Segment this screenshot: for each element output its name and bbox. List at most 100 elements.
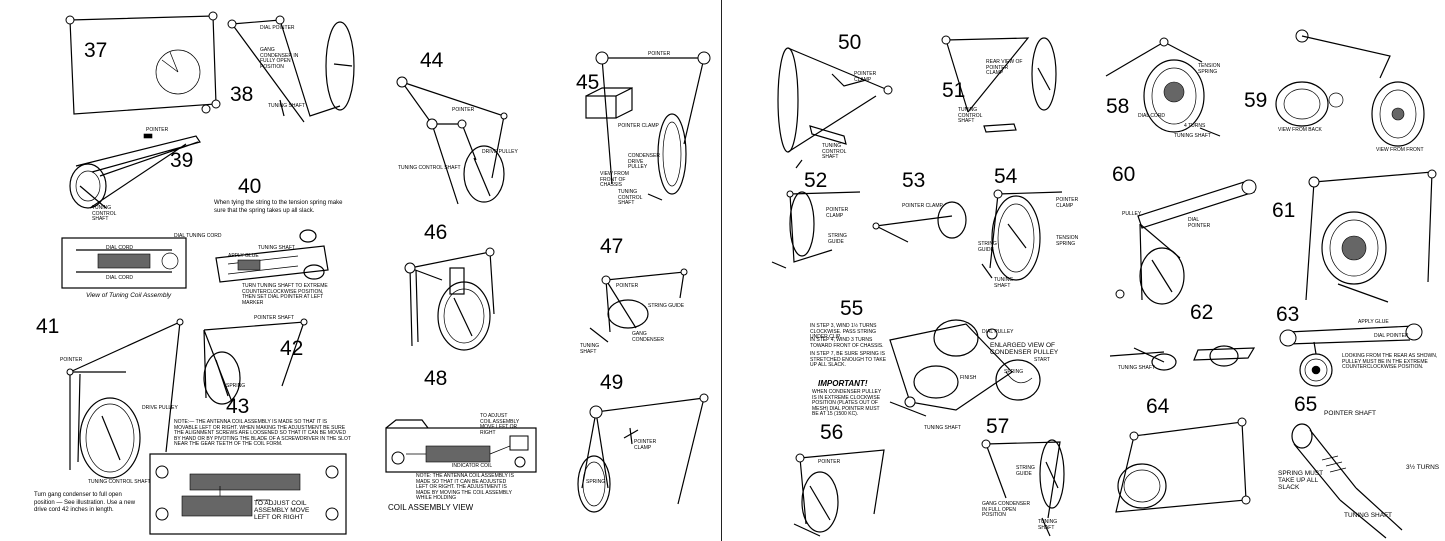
figure-50: 50 POINTER CLAMP TUNING CONTROL SHAFT	[766, 28, 916, 178]
figure-58-tension-spring-label: TENSION SPRING	[1198, 63, 1221, 75]
figure-49: 49 POINTER CLAMP SPRING	[574, 368, 712, 528]
figure-50-tuning-shaft-label: TUNING CONTROL SHAFT	[822, 143, 847, 160]
figure-47-drawing	[589, 268, 688, 343]
figure-58-drawing	[1105, 37, 1221, 137]
figure-42-drawing	[203, 318, 308, 405]
figure-37-number: 37	[84, 39, 108, 62]
figure-59-number: 59	[1244, 89, 1268, 112]
figure-55-important-title: IMPORTANT!	[818, 379, 868, 388]
figure-44-tuning-shaft-label: TUNING CONTROL SHAFT	[398, 165, 461, 171]
figure-48-caption: COIL ASSEMBLY VIEW	[388, 503, 474, 512]
figure-57-drawing	[981, 439, 1065, 537]
figure-44-number: 44	[420, 49, 444, 72]
figure-40-dial-cord-label-2: DIAL CORD	[106, 275, 134, 281]
figure-54-number: 54	[994, 165, 1018, 188]
figure-51-rear-view-label: REAR VIEW OF POINTER CLAMP	[986, 59, 1023, 76]
figure-59-view-from-front-label: VIEW FROM FRONT	[1376, 147, 1424, 153]
figure-40-drawing	[61, 229, 329, 289]
figure-47-string-guide-label: STRING GUIDE	[648, 303, 685, 309]
figure-52-pointer-clamp-label: POINTER CLAMP	[826, 207, 849, 219]
figure-55-number: 55	[840, 297, 864, 320]
figure-55-step-7: IN STEP 7, BE SURE SPRING IS STRETCHED E…	[810, 351, 887, 368]
figure-63-dial-pointer-label: DIAL POINTER	[1374, 333, 1409, 339]
figure-55-drawing	[889, 319, 1041, 417]
figure-55-step-4: IN STEP 4, WIND 3 TURNS TOWARD FRONT OF …	[810, 337, 884, 349]
figure-55-enlarged-view-label: ENLARGED VIEW OF CONDENSER PULLEY	[990, 342, 1059, 357]
figure-48-adjust-label: TO ADJUST COIL ASSEMBLY MOVE LEFT OR RIG…	[480, 413, 520, 436]
figure-62-tuning-shaft-label: TUNING SHAFT	[1118, 365, 1155, 371]
figure-46: 46	[398, 218, 528, 358]
figure-55-dial-pulley-label: DIAL PULLEY	[982, 329, 1014, 335]
figure-57-number: 57	[986, 415, 1010, 438]
figure-53-number: 53	[902, 169, 926, 192]
figure-61-number: 61	[1272, 199, 1296, 222]
figure-44-drive-pulley-label: DRIVE PULLEY	[482, 149, 518, 155]
figure-45-view-label: VIEW FROM FRONT OF CHASSIS	[600, 171, 629, 188]
figure-57: 57 STRING GUIDE GANG CONDENSER IN FULL O…	[976, 410, 1086, 540]
figure-42-number: 42	[280, 337, 304, 360]
figure-58: TENSION SPRING 58 DIAL CORD 4 TURNS TUNI…	[1100, 36, 1230, 146]
figure-62: 62 TUNING SHAFT	[1104, 300, 1274, 380]
figure-50-pointer-clamp-label: POINTER CLAMP	[854, 71, 877, 83]
figure-40-dial-tuning-cord-label: DIAL TUNING CORD	[174, 233, 222, 239]
figure-47-number: 47	[600, 235, 624, 258]
figure-38-tuning-shaft-label: TUNING SHAFT	[268, 103, 305, 109]
figure-48-drawing	[385, 419, 537, 473]
figure-43-note: NOTE:— THE ANTENNA COIL ASSEMBLY IS MADE…	[174, 419, 351, 447]
figure-50-number: 50	[838, 31, 862, 54]
figure-39-drawing	[69, 133, 201, 209]
figure-41-tuning-control-shaft-label: TUNING CONTROL SHAFT	[88, 479, 151, 485]
figure-43: 43 NOTE:— THE ANTENNA COIL ASSEMBLY IS M…	[146, 396, 356, 540]
figure-63: 63 APPLY GLUE DIAL POINTER LOOKING FROM …	[1276, 304, 1442, 400]
figure-47-pointer-label: POINTER	[616, 283, 639, 289]
figure-59-view-from-back-label: VIEW FROM BACK	[1278, 127, 1322, 133]
figure-41-drawing	[66, 318, 184, 479]
figure-46-number: 46	[424, 221, 448, 244]
figure-47-gang-condenser-label: GANG CONDENSER	[632, 331, 664, 343]
figure-39-tuning-shaft-label: TUNING CONTROL SHAFT	[92, 205, 117, 222]
figure-37: 37	[58, 11, 221, 122]
figure-53-pointer-clamp-label: POINTER CLAMP	[902, 203, 943, 209]
figure-39-pointer-label: POINTER	[146, 127, 169, 133]
figure-56-pointer-label: POINTER	[818, 459, 841, 465]
figure-53-drawing	[872, 201, 967, 243]
figure-38-number: 38	[230, 83, 254, 106]
figure-59: 59 VIEW FROM BACK VIEW FROM FRONT	[1240, 28, 1440, 158]
figure-52-drawing	[771, 190, 861, 269]
figure-64-drawing	[1115, 417, 1251, 513]
figure-52: 52 POINTER CLAMP STRING GUIDE	[770, 168, 870, 278]
figure-62-number: 62	[1190, 301, 1214, 324]
figure-55-important-note: WHEN CONDENSER PULLEY IS IN EXTREME CLOC…	[812, 389, 882, 417]
figure-49-drawing	[577, 393, 709, 513]
figure-38: DIAL POINTER GANG CONDENSER IN FULLY OPE…	[222, 15, 362, 128]
figure-54-pointer-clamp-label: POINTER CLAMP	[1056, 197, 1079, 209]
figure-47: 47 POINTER STRING GUIDE GANG CONDENSER T…	[576, 232, 696, 354]
figure-57-string-guide-label: STRING GUIDE	[1016, 465, 1035, 477]
figure-55: 55 IN STEP 3, WIND 1½ TURNS CLOCKWISE. P…	[806, 298, 1062, 438]
figure-45-drawing	[585, 51, 711, 201]
figure-55-start-label: START	[1034, 357, 1050, 363]
figure-40-tuning-shaft-label: TUNING SHAFT	[258, 245, 295, 251]
figure-45-drive-pulley-label: CONDENSER DRIVE PULLEY	[628, 153, 660, 170]
figure-60: 60 PULLEY DIAL POINTER	[1104, 162, 1264, 312]
figure-41-drive-pulley-label: DRIVE PULLEY	[142, 405, 178, 411]
figure-43-adjust-label: TO ADJUST COIL ASSEMBLY MOVE LEFT OR RIG…	[254, 500, 310, 522]
figure-45-pointer-label: POINTER	[648, 51, 671, 57]
figure-41-pointer-label: POINTER	[60, 357, 83, 363]
figure-39: POINTER 39 TUNING CONTROL SHAFT	[60, 127, 220, 228]
figure-40: 40 When tying the string to the tension …	[58, 176, 358, 306]
figure-61-drawing	[1305, 169, 1437, 303]
figure-37-drawing	[65, 11, 221, 115]
figure-58-tuning-shaft-label: TUNING SHAFT	[1174, 133, 1211, 139]
figure-48-number: 48	[424, 367, 448, 390]
figure-58-four-turns-label: 4 TURNS	[1184, 123, 1206, 129]
figure-61: 61	[1266, 169, 1442, 310]
figure-64-number: 64	[1146, 395, 1170, 418]
figure-40-note: When tying the string to the tension spr…	[214, 200, 343, 214]
figure-45: 45 POINTER POINTER CLAMP CONDENSER DRIVE…	[572, 44, 712, 210]
figure-45-tuning-shaft-label: TUNING CONTROL SHAFT	[618, 189, 643, 206]
figure-40-apply-glue-label: APPLY GLUE	[228, 253, 259, 259]
figure-50-drawing	[777, 47, 893, 169]
page-divider	[721, 0, 722, 541]
figure-40-turn-shaft-label: TURN TUNING SHAFT TO EXTREME COUNTERCLOC…	[242, 283, 328, 306]
